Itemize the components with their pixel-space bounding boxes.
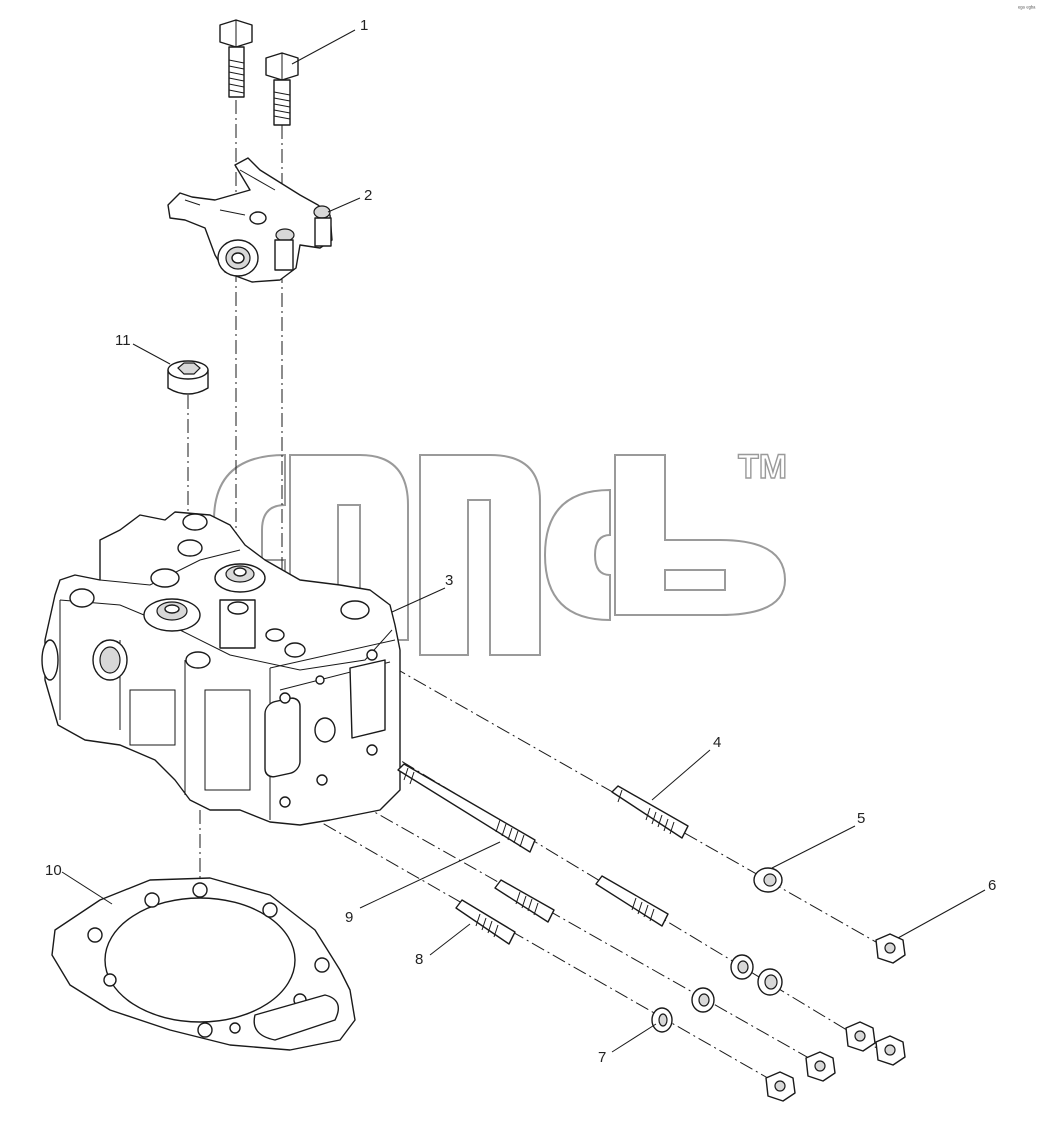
stud-middle — [595, 875, 669, 927]
stud-part-4 — [611, 785, 689, 839]
callout-3: 3 — [445, 572, 453, 589]
callout-6: 6 — [988, 877, 996, 894]
callout-5: 5 — [857, 810, 865, 827]
hex-nuts — [765, 933, 906, 1102]
leader-lines — [61, 29, 986, 1053]
stud-lower-a — [494, 879, 555, 923]
callout-1: 1 — [360, 17, 368, 34]
stud-part-9 — [397, 763, 536, 853]
callout-10: 10 — [45, 862, 62, 879]
callout-2: 2 — [364, 187, 372, 204]
rocker-arm-part-2 — [167, 157, 333, 283]
callout-7: 7 — [598, 1049, 606, 1066]
washers — [651, 867, 783, 1033]
plug-part-11 — [167, 360, 209, 395]
callout-9: 9 — [345, 909, 353, 926]
corner-code: ᵉᵍᵃ ᵉᵍᵇᵃ — [1018, 5, 1036, 12]
stud-part-8 — [455, 899, 516, 945]
watermark-tm: TM — [738, 448, 787, 486]
gasket-part-10 — [51, 877, 356, 1051]
callout-labels: 1 2 3 4 5 6 7 8 9 10 11 — [45, 17, 996, 1066]
callout-8: 8 — [415, 951, 423, 968]
cylinder-head-part-3 — [41, 511, 401, 826]
bolt-part-1 — [219, 19, 299, 126]
callout-4: 4 — [713, 734, 721, 751]
callout-11: 11 — [115, 332, 131, 349]
